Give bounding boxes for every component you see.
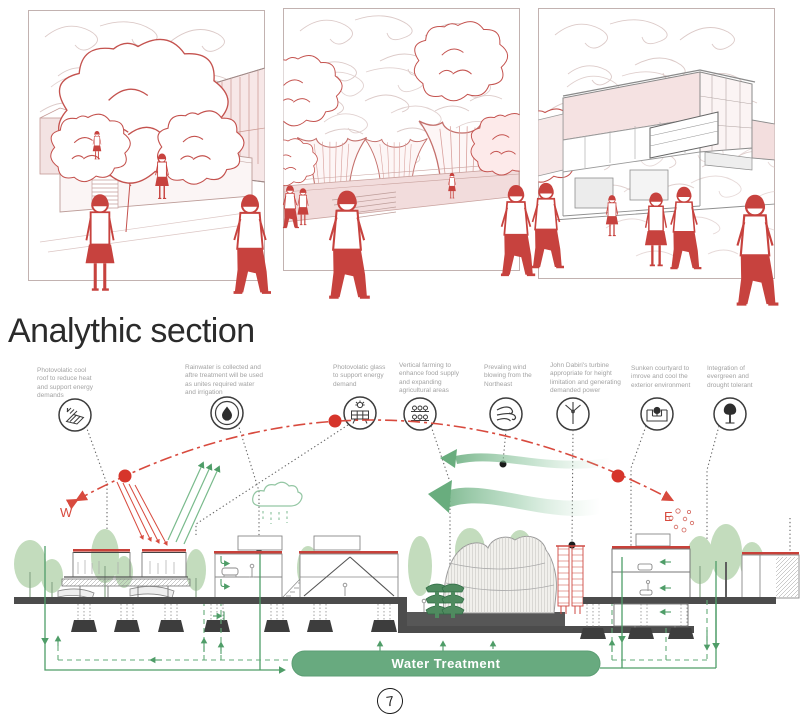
water-treatment-pill: Water Treatment xyxy=(291,650,601,677)
building-section xyxy=(14,524,800,639)
building-truss-hall xyxy=(299,535,399,599)
analytic-section-diagram: W E xyxy=(14,396,800,677)
building-far-right xyxy=(741,552,800,599)
turbine-icon xyxy=(556,397,590,431)
building-left-pavilion xyxy=(57,549,191,600)
concept-icons xyxy=(58,396,747,432)
reflection-arrows xyxy=(167,461,221,545)
compass-west-label: W xyxy=(60,505,73,520)
annotation-solar-roof: Photovolatic cool roof to reduce heat an… xyxy=(37,367,94,400)
rendering-panels xyxy=(28,8,780,306)
water-flow-network xyxy=(41,546,720,674)
pv-glass-icon xyxy=(343,396,377,430)
page-number-value: 7 xyxy=(385,692,395,710)
sun-dot-mid xyxy=(328,414,342,428)
annotation-vertical-farm: Vertical farming to enhance food supply … xyxy=(399,362,459,395)
annotation-sunken-courtyard: Sunken courtyard to imrove and cool the … xyxy=(631,365,691,389)
ground-structure xyxy=(14,597,776,639)
water-treatment-label: Water Treatment xyxy=(392,656,501,671)
annotation-prevailing-wind: Prevaling wind blowing from the Northeas… xyxy=(484,364,532,388)
annotation-turbine: John Dabiri's turbine appropriate for he… xyxy=(550,362,621,395)
building-organic-hall xyxy=(400,535,565,628)
solar-roof-icon xyxy=(58,398,92,432)
turbine-air-bubbles xyxy=(668,508,695,533)
annotation-rainwater: Rainwater is collected and aftre treatme… xyxy=(185,364,264,397)
vertical-farm-stacks xyxy=(425,583,465,618)
building-bath-house xyxy=(214,535,303,599)
rendering-panel-courtyard xyxy=(39,21,273,294)
section-people xyxy=(249,563,651,612)
rain-cloud-icon xyxy=(252,481,303,524)
wind-flow-arrows xyxy=(428,449,610,516)
annotation-evergreen: Integration of evergreen and drought tol… xyxy=(707,365,753,389)
turbine-towers xyxy=(556,545,585,614)
sun-rays xyxy=(116,481,168,546)
sun-dot-east xyxy=(611,469,625,483)
rendering-panel-baskets xyxy=(282,15,537,299)
annotation-pv-glass: Photovolatic glass to support energy dem… xyxy=(333,364,386,388)
page-number-badge: 7 xyxy=(375,686,405,716)
vertical-farm-icon xyxy=(403,397,437,431)
rainwater-icon xyxy=(210,396,244,430)
sun-dot-west xyxy=(118,469,132,483)
sunken-courtyard-icon xyxy=(640,397,674,431)
page-title: Analythic section xyxy=(8,312,255,350)
prevailing-wind-icon xyxy=(489,397,523,431)
evergreen-icon xyxy=(713,397,747,431)
compass-east-label: E xyxy=(664,509,673,524)
rendering-panel-box-building xyxy=(530,19,780,306)
